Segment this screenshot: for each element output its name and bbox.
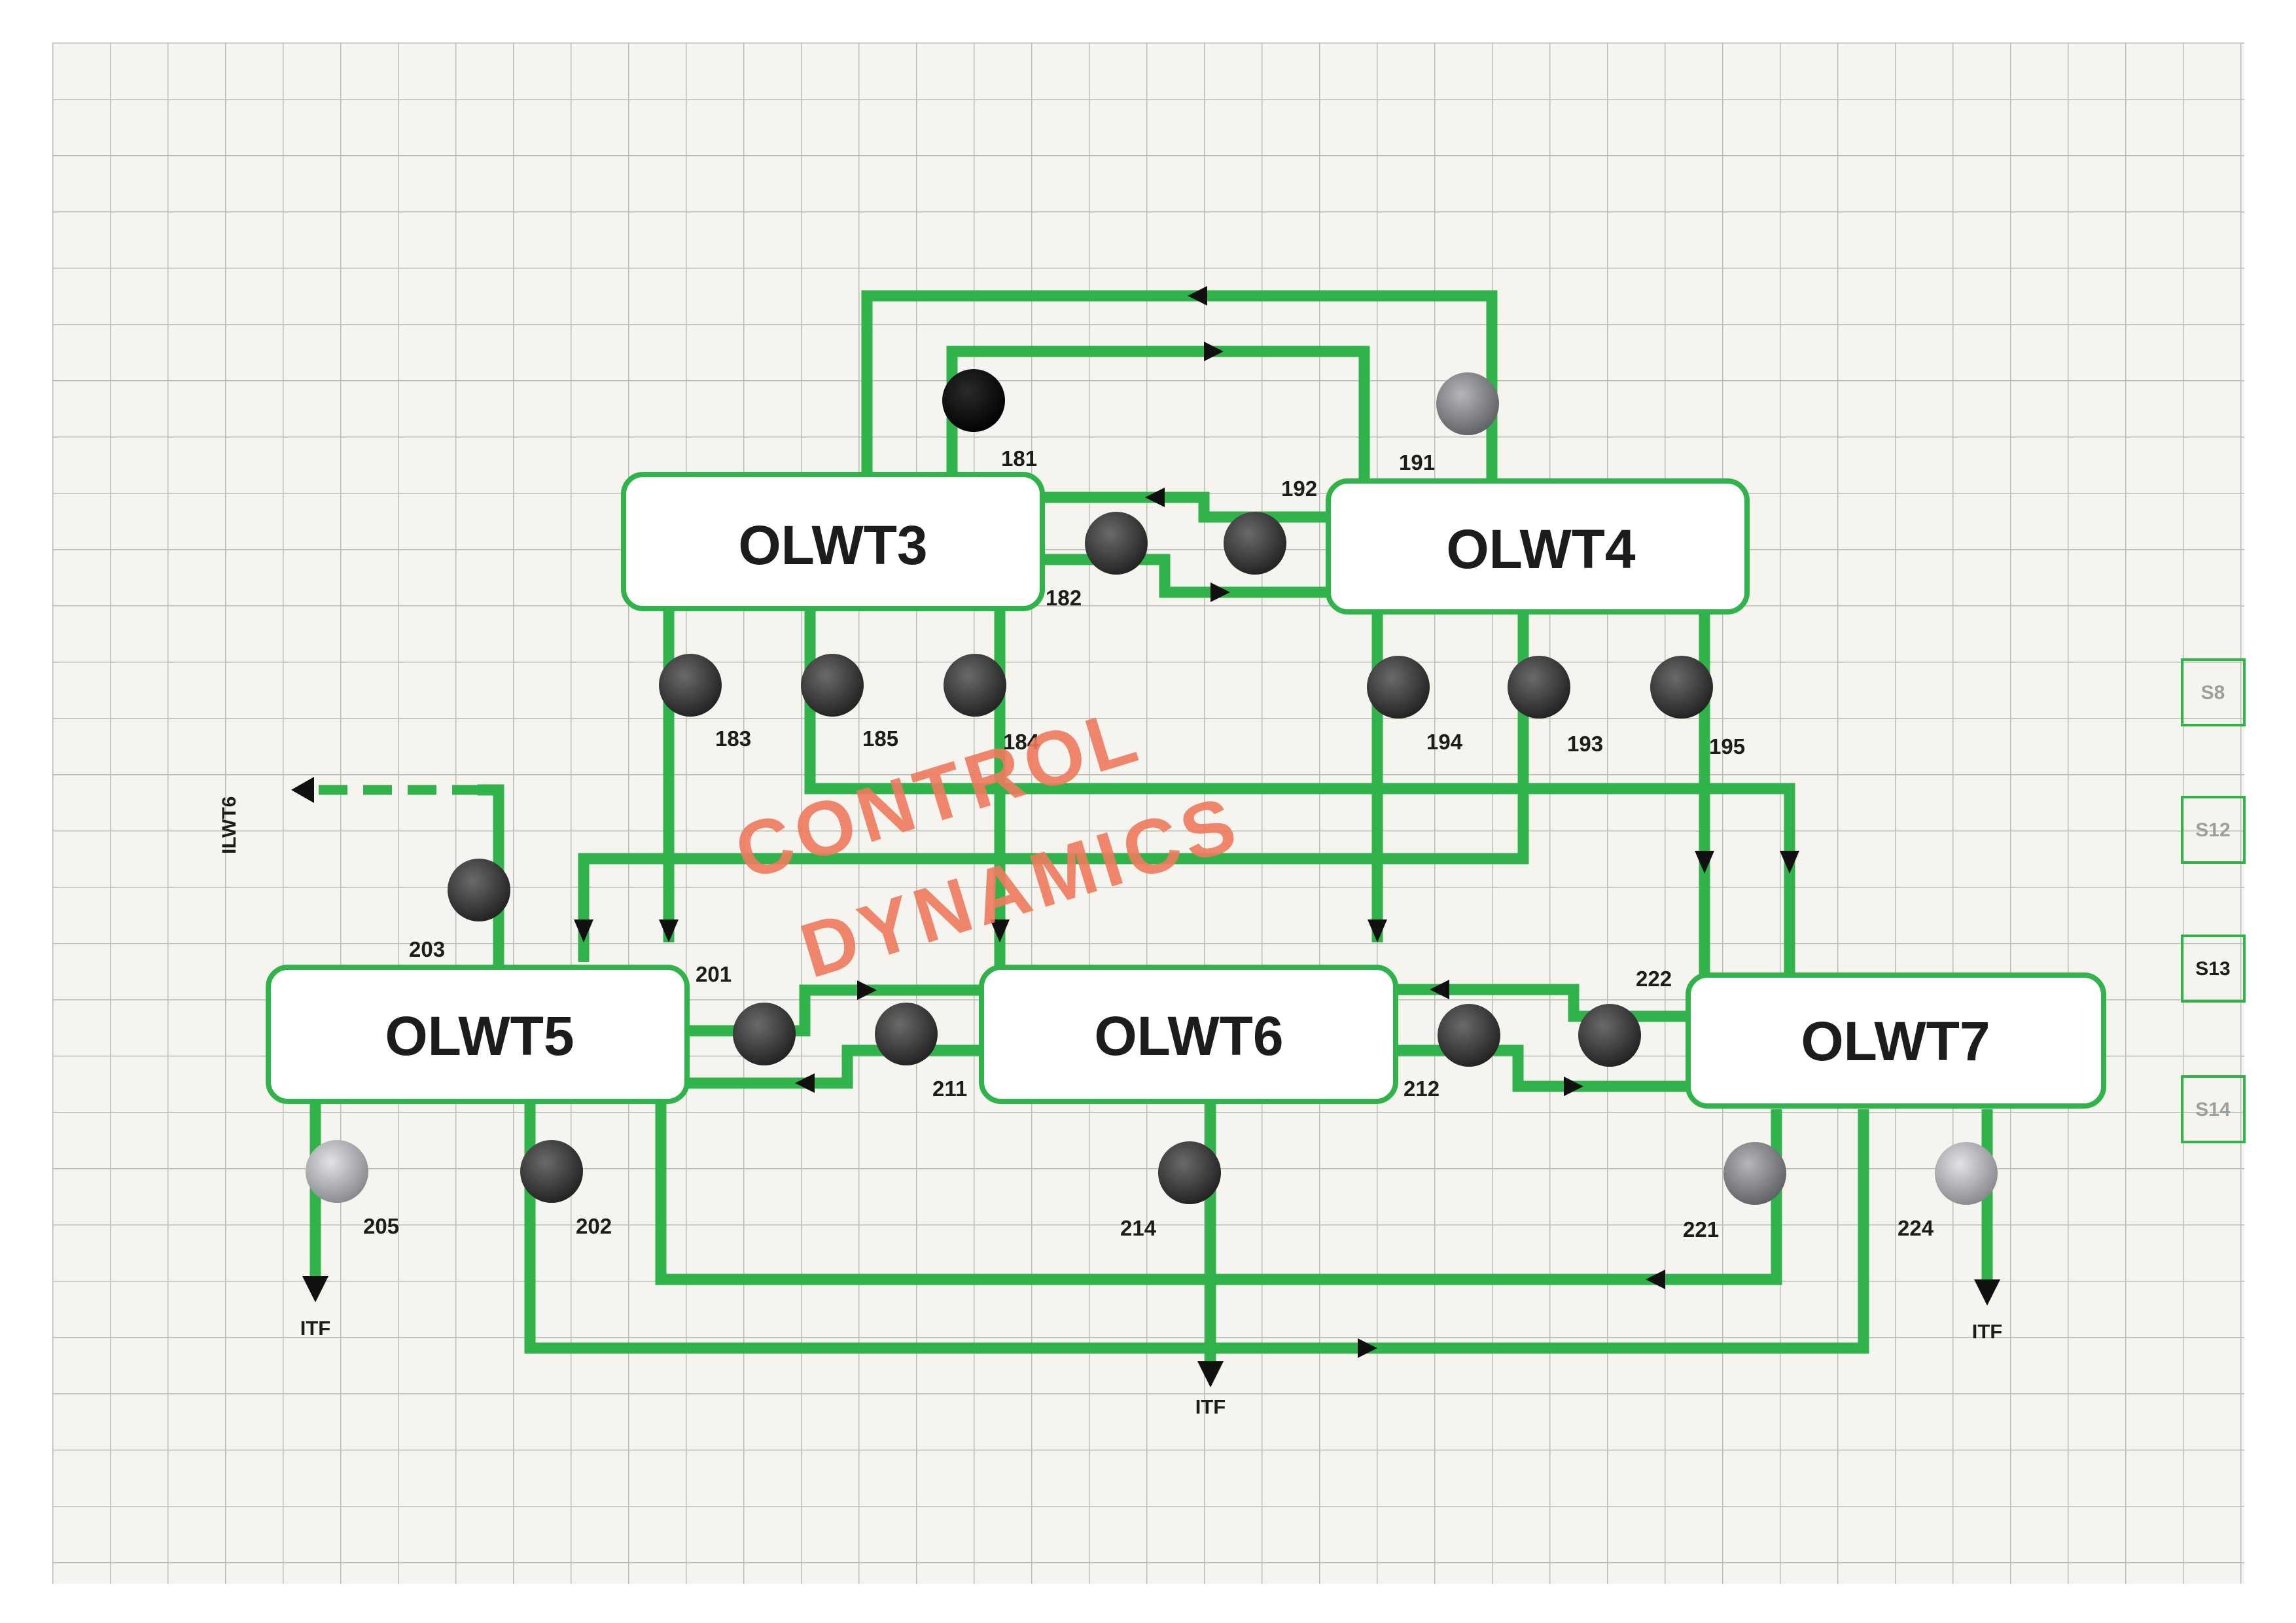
arrow-down-icon	[1974, 1279, 2000, 1306]
valve-tag: 182	[1046, 586, 1082, 610]
tank-olwt5[interactable]: OLWT5	[266, 965, 690, 1104]
valve-182[interactable]	[1085, 512, 1148, 575]
valve-193[interactable]	[1508, 656, 1570, 719]
arrow-left-icon	[1646, 1270, 1665, 1289]
valve-191[interactable]	[1436, 372, 1499, 435]
valve-tag: 214	[1120, 1216, 1157, 1240]
valve-184[interactable]	[944, 654, 1006, 717]
itf-label-left: ITF	[300, 1317, 331, 1340]
valve-tag: 184	[1003, 730, 1040, 754]
valve-tag: 195	[1709, 734, 1745, 758]
arrow-left-icon	[291, 777, 314, 803]
arrow-left-icon	[795, 1073, 815, 1093]
arrow-down-icon	[302, 1276, 328, 1302]
valve-203[interactable]	[448, 859, 510, 921]
valve-tag: 203	[409, 937, 445, 961]
tank-olwt3[interactable]: OLWT3	[621, 472, 1045, 611]
valve-214[interactable]	[1158, 1141, 1221, 1204]
tank-label: OLWT7	[1801, 1010, 1990, 1072]
side-button-label: S14	[2195, 1099, 2231, 1120]
arrow-right-icon	[857, 980, 877, 1000]
valve-201[interactable]	[733, 1003, 796, 1065]
valve-205[interactable]	[306, 1140, 368, 1203]
valve-185[interactable]	[801, 654, 864, 717]
tank-label: OLWT4	[1446, 518, 1636, 580]
valve-tag: 212	[1404, 1077, 1439, 1101]
valve-tag: 224	[1898, 1216, 1934, 1240]
valve-212[interactable]	[1438, 1004, 1500, 1067]
valve-tag: 194	[1426, 730, 1463, 754]
itf-label-center: ITF	[1195, 1395, 1226, 1418]
tank-olwt7[interactable]: OLWT7	[1686, 972, 2106, 1109]
valve-194[interactable]	[1367, 656, 1430, 719]
tank-label: OLWT6	[1094, 1005, 1283, 1067]
arrow-left-icon	[1145, 488, 1165, 507]
valve-181[interactable]	[942, 369, 1005, 432]
arrow-down-icon	[659, 919, 679, 942]
side-button-label: S13	[2195, 958, 2230, 980]
valve-202[interactable]	[520, 1140, 583, 1203]
valve-tag: 221	[1683, 1217, 1719, 1241]
arrow-right-icon	[1204, 342, 1224, 361]
arrow-left-icon	[1430, 980, 1449, 999]
valve-221[interactable]	[1723, 1142, 1786, 1205]
tank-olwt6[interactable]: OLWT6	[979, 965, 1398, 1104]
arrow-right-icon	[1358, 1338, 1377, 1358]
arrow-down-icon	[1368, 919, 1387, 942]
arrow-down-icon	[990, 919, 1010, 942]
valve-tag: 201	[696, 962, 732, 986]
valve-tag: 193	[1567, 732, 1603, 756]
side-button-s12[interactable]: S12	[2181, 796, 2246, 864]
arrow-right-icon	[1564, 1077, 1583, 1096]
valve-tag: 192	[1281, 476, 1317, 501]
arrow-down-icon	[1780, 851, 1799, 874]
valve-195[interactable]	[1650, 656, 1713, 719]
itf-label-right: ITF	[1972, 1320, 2003, 1343]
arrow-down-icon	[1695, 851, 1714, 874]
side-button-label: S12	[2195, 819, 2230, 841]
valve-tag: 185	[862, 726, 898, 751]
valve-tag: 205	[363, 1214, 399, 1238]
valve-tag: 183	[715, 726, 751, 751]
side-button-s14[interactable]: S14	[2181, 1075, 2246, 1143]
valve-tags: 181 191 182 192 183 185 184 194 193 195 …	[363, 446, 1934, 1241]
valve-tag: 191	[1399, 450, 1435, 474]
side-buttons: S8 S12 S13 S14	[2181, 658, 2246, 1143]
flow-arrows	[291, 286, 2000, 1387]
tank-label: OLWT3	[738, 514, 927, 576]
side-button-label: S8	[2201, 682, 2225, 704]
valve-tag: 222	[1636, 967, 1672, 991]
tank-olwt4[interactable]: OLWT4	[1326, 478, 1750, 615]
valve-183[interactable]	[659, 654, 722, 717]
valve-224[interactable]	[1935, 1142, 1998, 1205]
side-button-s13[interactable]: S13	[2181, 935, 2246, 1003]
valve-211[interactable]	[875, 1003, 938, 1065]
valves	[306, 369, 1998, 1205]
tank-label: OLWT5	[385, 1005, 574, 1067]
arrow-right-icon	[1210, 582, 1230, 602]
side-button-s8[interactable]: S8	[2181, 658, 2246, 726]
arrow-down-icon	[574, 919, 593, 942]
arrow-down-icon	[1197, 1361, 1224, 1387]
valve-192[interactable]	[1224, 512, 1286, 575]
valve-tag: 181	[1001, 446, 1037, 471]
ilwt6-label: ILWT6	[219, 796, 240, 854]
arrow-left-icon	[1188, 286, 1207, 306]
valve-tag: 211	[932, 1077, 967, 1101]
valve-tag: 202	[576, 1214, 612, 1238]
valve-222[interactable]	[1578, 1004, 1641, 1067]
